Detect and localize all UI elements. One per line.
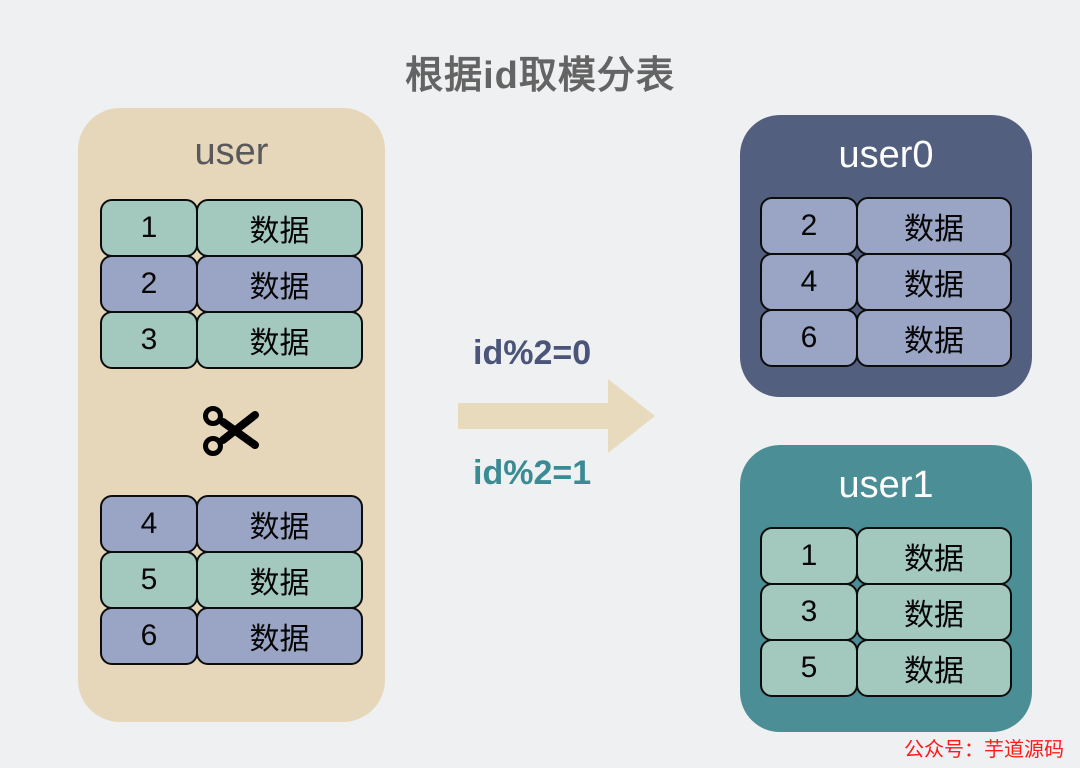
row-id-cell: 6 xyxy=(760,309,858,367)
row-id-cell: 2 xyxy=(100,255,198,313)
row-id-cell: 6 xyxy=(100,607,198,665)
row-data-cell: 数据 xyxy=(196,551,363,609)
row-id-cell: 1 xyxy=(100,199,198,257)
split-indicator xyxy=(78,367,385,495)
row-id-cell: 3 xyxy=(100,311,198,369)
table-row: 4 数据 xyxy=(760,253,1012,311)
table-row: 6 数据 xyxy=(100,607,363,665)
row-data-cell: 数据 xyxy=(196,495,363,553)
table-row: 2 数据 xyxy=(100,255,363,313)
table-row: 3 数据 xyxy=(100,311,363,369)
row-data-cell: 数据 xyxy=(856,197,1012,255)
table-row: 1 数据 xyxy=(760,527,1012,585)
row-data-cell: 数据 xyxy=(856,639,1012,697)
source-table-panel: user 1 数据 2 数据 3 数据 xyxy=(78,108,385,722)
shard-panel-user1: user1 1 数据 3 数据 5 数据 xyxy=(740,445,1032,732)
row-data-cell: 数据 xyxy=(856,583,1012,641)
source-rows-top: 1 数据 2 数据 3 数据 xyxy=(78,199,385,369)
row-id-cell: 5 xyxy=(100,551,198,609)
table-row: 5 数据 xyxy=(760,639,1012,697)
scissors-icon xyxy=(202,406,259,456)
row-data-cell: 数据 xyxy=(196,255,363,313)
row-data-cell: 数据 xyxy=(856,527,1012,585)
table-row: 2 数据 xyxy=(760,197,1012,255)
modulo-label-even: id%2=0 xyxy=(473,334,592,372)
watermark-text: 公众号：芋道源码 xyxy=(904,739,1064,761)
shard-table-name: user1 xyxy=(838,464,934,506)
page-title: 根据id取模分表 xyxy=(405,55,675,97)
source-table-name: user xyxy=(194,131,269,173)
row-data-cell: 数据 xyxy=(196,607,363,665)
source-rows-bottom: 4 数据 5 数据 6 数据 xyxy=(78,495,385,665)
table-row: 3 数据 xyxy=(760,583,1012,641)
table-row: 6 数据 xyxy=(760,309,1012,367)
row-data-cell: 数据 xyxy=(856,309,1012,367)
row-data-cell: 数据 xyxy=(196,311,363,369)
row-id-cell: 4 xyxy=(100,495,198,553)
right-arrow-icon xyxy=(458,379,655,453)
shard-table-name: user0 xyxy=(838,134,934,176)
table-row: 4 数据 xyxy=(100,495,363,553)
modulo-label-odd: id%2=1 xyxy=(473,454,592,492)
row-data-cell: 数据 xyxy=(196,199,363,257)
shard-panel-user0: user0 2 数据 4 数据 6 数据 xyxy=(740,115,1032,397)
row-id-cell: 4 xyxy=(760,253,858,311)
table-row: 1 数据 xyxy=(100,199,363,257)
row-id-cell: 3 xyxy=(760,583,858,641)
row-data-cell: 数据 xyxy=(856,253,1012,311)
shard0-rows: 2 数据 4 数据 6 数据 xyxy=(740,197,1032,367)
shard1-rows: 1 数据 3 数据 5 数据 xyxy=(740,527,1032,697)
row-id-cell: 1 xyxy=(760,527,858,585)
table-row: 5 数据 xyxy=(100,551,363,609)
row-id-cell: 2 xyxy=(760,197,858,255)
row-id-cell: 5 xyxy=(760,639,858,697)
